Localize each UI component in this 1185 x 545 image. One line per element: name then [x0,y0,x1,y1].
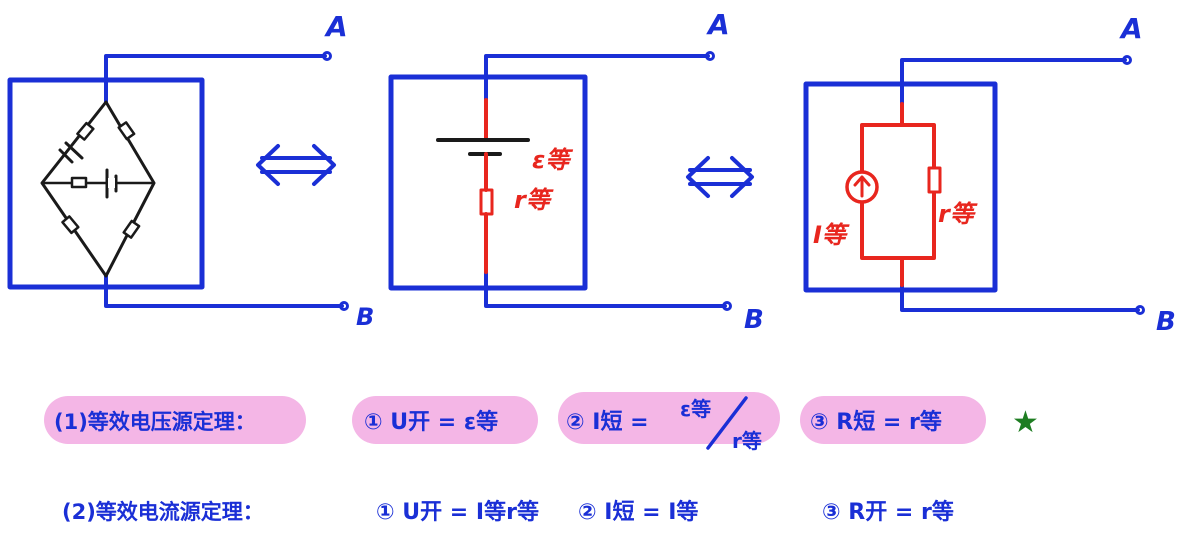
pink-highlights [44,392,986,444]
terminal-1-a [322,51,332,61]
theorem1-item3: ③ R短 = r等 [810,409,942,435]
theorem1-name: (1)等效电压源定理： [54,410,256,434]
wire-2-b [484,270,727,308]
bridge-resistor-2 [117,121,136,141]
label-1-b: B [356,303,374,331]
i-source-label: I等 [813,221,850,249]
label-2-b: B [744,305,764,335]
bridge-battery-plate-1 [58,148,74,164]
bridge-diamond [40,100,156,278]
terminal-1-b [339,301,349,311]
label-3-b: B [1156,307,1176,337]
wire-1-b [104,274,344,308]
wire-3-a [900,58,1127,106]
component-labels: ε等 r等 I等 r等 [514,146,978,249]
bridge-resistor-5 [70,176,88,189]
parallel-resistor [927,166,942,194]
star-mark: ★ [1012,405,1039,440]
label-3-a: A [1119,12,1143,45]
terminal-labels: A B A B A B [324,8,1176,337]
circuit-1-bridge [7,51,349,311]
internal-resistor-2 [479,188,494,216]
emf-label: ε等 [532,146,573,174]
theorem2-item2: ② I短 = I等 [578,499,698,525]
theorem2-item3: ③ R开 = r等 [822,499,954,525]
bridge-battery-plate-2 [64,141,84,160]
equivalence-arrow-2 [686,156,754,198]
highlight-theorem1-item2 [558,392,780,444]
label-2-a: A [706,8,730,41]
bridge-resistor-1 [76,121,95,141]
bridge-resistor-4 [122,219,141,239]
highlight-theorem1-item1 [352,396,538,444]
wire-3-b [900,283,1140,312]
theorem-1: (1)等效电压源定理： ① U开 = ε等 ② I短 = ε等 r等 ③ R短 … [54,396,1039,453]
label-1-a: A [324,10,348,43]
theorem2-name: (2)等效电流源定理： [62,500,264,524]
current-source-arrow-head [853,175,871,187]
theorem1-item2-prefix: ② I短 = [566,410,649,435]
r-label-2: r等 [514,186,554,214]
bridge-resistor-3 [61,215,80,235]
theorem1-item2-denominator: r等 [732,429,762,453]
terminal-2-a [705,51,715,61]
theorem1-item2-numerator: ε等 [680,397,711,421]
wire-2-a [484,54,710,102]
wire-1-a [104,54,327,104]
circuit-3-current-source [803,55,1145,315]
fraction-slash [706,396,748,450]
highlight-theorem1-item3 [800,396,986,444]
theorem2-item1: ① U开 = I等r等 [376,499,539,525]
equivalence-arrow-1 [256,144,336,186]
terminal-2-b [722,301,732,311]
highlight-theorem1-name [44,396,306,444]
r-label-3: r等 [938,200,978,228]
theorem-2: (2)等效电流源定理： ① U开 = I等r等 ② I短 = I等 ③ R开 =… [62,499,954,525]
terminal-3-b [1135,305,1145,315]
circuit-2-voltage-source [388,51,732,311]
theorem1-item1: ① U开 = ε等 [364,409,498,435]
terminal-3-a [1122,55,1132,65]
